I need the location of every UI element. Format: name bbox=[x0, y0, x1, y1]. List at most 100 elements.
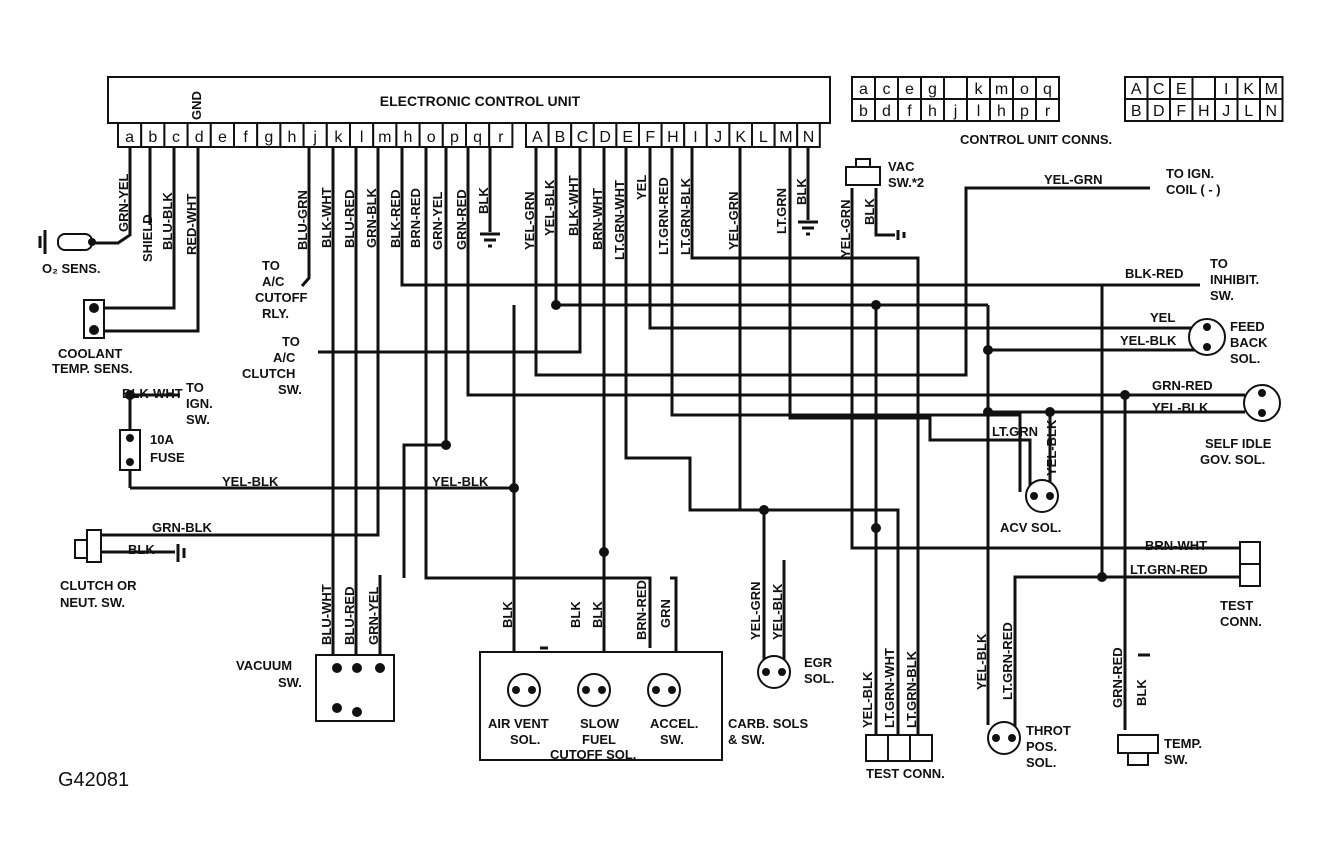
ecu-pin-label: F bbox=[645, 129, 655, 146]
ecu-box bbox=[107, 76, 831, 124]
conn-lower-pin-label: o bbox=[1020, 81, 1029, 98]
conn-upper-pin-label: I bbox=[1224, 81, 1228, 98]
conn-lower-pin-label: b bbox=[859, 103, 868, 120]
wl-tc-lt-grn-wht: LT.GRN-WHT bbox=[882, 648, 897, 728]
egr-solenoid: EGR SOL. bbox=[757, 655, 834, 689]
conn-upper-pin-cell bbox=[1191, 76, 1216, 100]
ign-coil-2: COIL ( - ) bbox=[1166, 182, 1221, 197]
ecu-pin-label: l bbox=[360, 129, 364, 146]
wl-tmp-blk: BLK bbox=[1134, 679, 1149, 706]
wl-blu-red: BLU-RED bbox=[342, 190, 357, 249]
wl-carb-blk3: BLK bbox=[590, 601, 605, 628]
wl-lt-grn-red: LT.GRN-RED bbox=[656, 177, 671, 255]
wire-labels-vertical: GRN-YEL SHIELD BLU-BLK RED-WHT BLU-GRN B… bbox=[116, 173, 1149, 728]
coolant-label-1: COOLANT bbox=[58, 346, 122, 361]
feedback-label-1: FEED bbox=[1230, 319, 1265, 334]
ecu-pin-label: A bbox=[532, 129, 543, 146]
ecu-pin-label: f bbox=[243, 129, 248, 146]
throt-label-1: THROT bbox=[1026, 723, 1071, 738]
wl-yel-grn-coil: YEL-GRN bbox=[1044, 172, 1103, 187]
wl-vac-blu-wht: BLU-WHT bbox=[319, 584, 334, 645]
wl-carb-brn-red: BRN-RED bbox=[634, 580, 649, 640]
ac-cutoff-2: A/C bbox=[262, 274, 285, 289]
slow-label-1: SLOW bbox=[580, 716, 620, 731]
wl-carb-blk1: BLK bbox=[500, 601, 515, 628]
ecu-label: ELECTRONIC CONTROL UNIT bbox=[380, 93, 581, 109]
ecu-pin-label: M bbox=[779, 129, 792, 146]
wl-yel-blk-h2: YEL-BLK bbox=[432, 474, 489, 489]
figure-id: G42081 bbox=[58, 769, 129, 791]
ac-clutch-1: TO bbox=[282, 334, 300, 349]
vacsw-label-1: VAC bbox=[888, 159, 915, 174]
wl-vac-grn-yel: GRN-YEL bbox=[366, 586, 381, 645]
conn-lower-pin-label: f bbox=[907, 103, 912, 120]
inhibit-1: TO bbox=[1210, 256, 1228, 271]
fuse-label-1: 10A bbox=[150, 432, 174, 447]
wl-yel-fb: YEL bbox=[1150, 310, 1175, 325]
wl-grn-yel: GRN-YEL bbox=[116, 173, 131, 232]
wl-blk-vac: BLK bbox=[862, 198, 877, 225]
conn-upper-pin-label: K bbox=[1243, 81, 1254, 98]
wl-yel-grn-vac: YEL-GRN bbox=[838, 200, 853, 259]
feedback-label-2: BACK bbox=[1230, 335, 1268, 350]
wl-shield: SHIELD bbox=[140, 214, 155, 262]
ecu-pin-label: h bbox=[288, 129, 297, 146]
self-idle-gov-solenoid: SELF IDLE GOV. SOL. bbox=[1200, 384, 1281, 467]
throt-label-3: SOL. bbox=[1026, 755, 1056, 770]
conn-upper-pin-label: L bbox=[1244, 103, 1253, 120]
conn-upper-pin-label: F bbox=[1176, 103, 1186, 120]
wires bbox=[95, 148, 1245, 735]
conn-lower-pin-label: p bbox=[1020, 103, 1029, 120]
fuse: 10A FUSE bbox=[119, 429, 185, 471]
test-label-1: TEST bbox=[1220, 598, 1253, 613]
airvent-label-2: SOL. bbox=[510, 732, 540, 747]
wl-blk-cl: BLK bbox=[128, 542, 155, 557]
test-connector-right: TEST CONN. bbox=[1220, 541, 1262, 629]
wl-grn-red: GRN-RED bbox=[454, 189, 469, 250]
sig-label-2: GOV. SOL. bbox=[1200, 452, 1265, 467]
vacuum-label-1: VACUUM bbox=[236, 658, 292, 673]
acv-label: ACV SOL. bbox=[1000, 520, 1061, 535]
ecu-pin-label: a bbox=[125, 129, 134, 146]
ecu-pin-label: J bbox=[714, 129, 722, 146]
ecu-pin-label: c bbox=[172, 129, 180, 146]
accel-label-1: ACCEL. bbox=[650, 716, 698, 731]
conn-lower-pin-label: c bbox=[883, 81, 891, 98]
vac-switch: VAC SW.*2 bbox=[845, 158, 924, 190]
ecu-pin-label: C bbox=[577, 129, 589, 146]
conn-lower-pin-label: r bbox=[1045, 103, 1051, 120]
ecu-pin-label: p bbox=[450, 129, 459, 146]
conn-upper-pin-label: D bbox=[1153, 103, 1165, 120]
wl-yel: YEL bbox=[634, 175, 649, 200]
ecu-pin-label: k bbox=[334, 129, 343, 146]
wl-lt-grn: LT.GRN bbox=[774, 188, 789, 234]
wl-lt-grn-red-tc: LT.GRN-RED bbox=[1130, 562, 1208, 577]
feedback-solenoid: FEED BACK SOL. bbox=[1188, 318, 1268, 366]
temp-label-2: SW. bbox=[1164, 752, 1188, 767]
slow-label-2: FUEL bbox=[582, 732, 616, 747]
wl-blk-wht-ign: BLK-WHT bbox=[122, 386, 183, 401]
test2-label: TEST CONN. bbox=[866, 766, 945, 781]
wl-blk-wht: BLK-WHT bbox=[319, 187, 334, 248]
ecu-pin-label: E bbox=[622, 129, 633, 146]
vacsw-label-2: SW.*2 bbox=[888, 175, 924, 190]
wire-labels-horizontal: YEL-GRN BLK-RED YEL YEL-BLK GRN-RED YEL-… bbox=[122, 172, 1213, 577]
acv-solenoid: ACV SOL. bbox=[1000, 479, 1061, 535]
clutch-label-2: NEUT. SW. bbox=[60, 595, 125, 610]
wl-blk-red: BLK-RED bbox=[388, 190, 403, 249]
temp-label-1: TEMP. bbox=[1164, 736, 1202, 751]
side-labels: TO A/C CUTOFF RLY. TO A/C CLUTCH SW. TO … bbox=[186, 166, 1259, 427]
wl-tmp-grn-red: GRN-RED bbox=[1110, 647, 1125, 708]
ign-sw-2: IGN. bbox=[186, 396, 213, 411]
ac-cutoff-1: TO bbox=[262, 258, 280, 273]
egr-label-2: SOL. bbox=[804, 671, 834, 686]
conn-lower-pin-label: h bbox=[997, 103, 1006, 120]
wl-blu-blk: BLU-BLK bbox=[160, 192, 175, 250]
wl-lt-grn-acv: LT.GRN bbox=[992, 424, 1038, 439]
wl-yel-blk-sig: YEL-BLK bbox=[1152, 400, 1209, 415]
ecu-pin-label: B bbox=[555, 129, 566, 146]
